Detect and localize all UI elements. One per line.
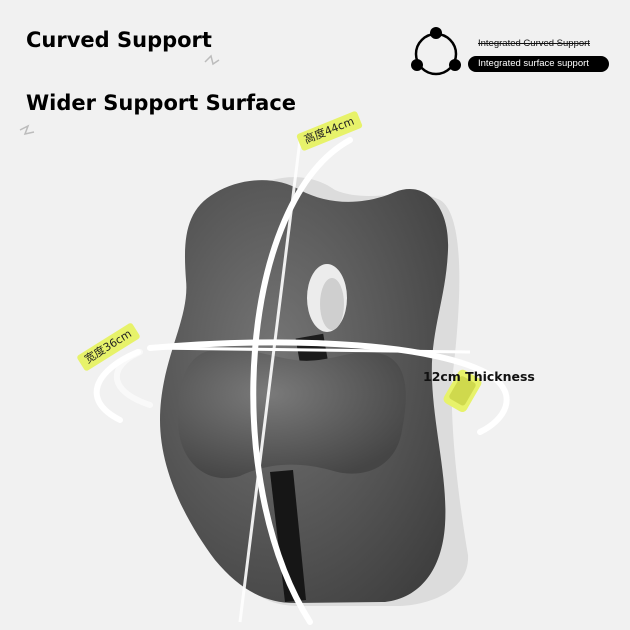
thickness-label: 12cm Thickness: [423, 369, 535, 384]
cycle-icon: [411, 27, 461, 76]
headline-curved-support: Curved Support: [26, 28, 212, 52]
feature-pill: Integrated surface support: [468, 56, 609, 72]
feature-title: Integrated Curved Support: [478, 38, 590, 49]
thickness-marker: [443, 369, 482, 412]
headline-wider-surface: Wider Support Surface: [26, 91, 297, 115]
strap-lower: [270, 470, 306, 602]
lumbar-pillow: [178, 348, 406, 479]
